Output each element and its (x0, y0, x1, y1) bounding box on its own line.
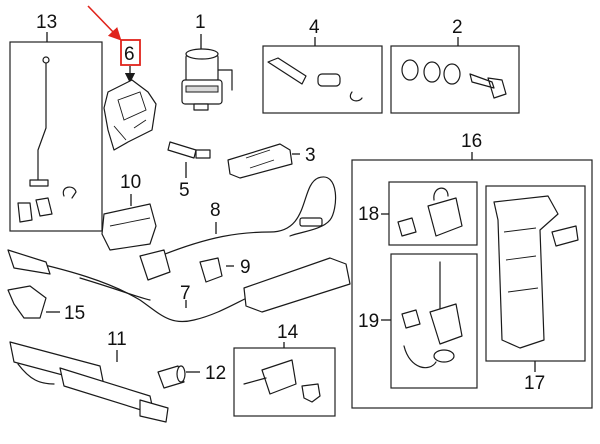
part-16-frame (351, 159, 593, 409)
part-2-washer-2 (423, 61, 441, 83)
part-3-actuator (227, 143, 293, 179)
part-13-group: 13 (9, 12, 103, 232)
part-2-group: 2 (390, 17, 520, 114)
callout-6: 6 (124, 44, 135, 65)
part-15-bracket (7, 285, 47, 319)
part-17-bracket (493, 195, 559, 349)
part-5-group: 5 (167, 141, 211, 201)
part-4-frame (262, 45, 383, 114)
callout-16: 16 (461, 131, 482, 152)
part-10-bracket (101, 203, 157, 251)
part-7-end-fitting (7, 249, 51, 275)
part-7-sleeve (243, 257, 351, 313)
part-1-group: 1 (181, 12, 233, 111)
part-12-group: 12 (157, 363, 226, 389)
callout-15: 15 (64, 303, 85, 324)
part-16-group: 16 18 19 17 (351, 131, 593, 409)
callout-10: 10 (120, 172, 141, 193)
part-2-frame (390, 45, 520, 114)
callout-17: 17 (524, 373, 545, 394)
part-10-group: 10 (101, 172, 157, 251)
part-4-link (267, 57, 307, 85)
part-18-sensor (427, 197, 463, 237)
callout-9: 9 (240, 257, 251, 278)
part-6-bracket (103, 79, 157, 151)
part-15-group: 15 (7, 285, 85, 324)
part-7-group: 7 (7, 249, 351, 323)
callout-18: 18 (358, 204, 379, 225)
part-19-module (429, 303, 463, 345)
part-19-frame (390, 253, 478, 389)
part-1-motor (181, 48, 233, 111)
callout-4: 4 (309, 17, 320, 38)
part-11-group: 11 (9, 329, 169, 423)
part-14-bolt (301, 383, 321, 403)
shift-lever-rod (29, 56, 50, 187)
lever-boot-left (17, 202, 33, 223)
part-2-bolt (469, 73, 507, 99)
part-7-cable (13, 257, 261, 323)
part-14-group: 14 (233, 322, 336, 417)
part-4-group: 4 (262, 17, 383, 114)
part-9-group: 9 (139, 249, 251, 283)
lever-boot-right (35, 197, 53, 217)
callout-3: 3 (305, 145, 316, 166)
part-17-clip (551, 225, 579, 247)
part-2-washer-1 (401, 59, 419, 81)
part-6-group: 6 (87, 5, 157, 151)
part-2-washer-3 (443, 63, 461, 85)
part-14-bracket (261, 359, 297, 395)
callout-7: 7 (180, 283, 191, 304)
callout-2: 2 (452, 17, 463, 38)
part-3-group: 3 (227, 143, 316, 179)
part-4-clip (349, 91, 363, 102)
callout-11: 11 (107, 329, 127, 350)
highlight-arrow (87, 5, 122, 41)
callout-14: 14 (277, 322, 299, 343)
part-9-clip-a (139, 249, 171, 281)
callout-12: 12 (205, 363, 226, 384)
part-8-cable (159, 176, 337, 257)
part-4-bushing (317, 73, 341, 87)
part-9-clip-b (199, 257, 223, 283)
part-19-bolt (401, 309, 421, 329)
callout-5: 5 (179, 180, 190, 201)
callout-19: 19 (358, 311, 379, 332)
part-8-group: 8 (159, 176, 337, 257)
lever-clip (62, 186, 77, 199)
part-18-bolt (397, 217, 417, 237)
callout-1: 1 (195, 12, 206, 33)
callout-8: 8 (210, 200, 221, 221)
highlight-box (120, 39, 141, 66)
callout-13: 13 (36, 12, 57, 33)
part-11-end (139, 399, 169, 423)
part-5-pin (167, 141, 197, 159)
part-13-frame (9, 41, 103, 232)
